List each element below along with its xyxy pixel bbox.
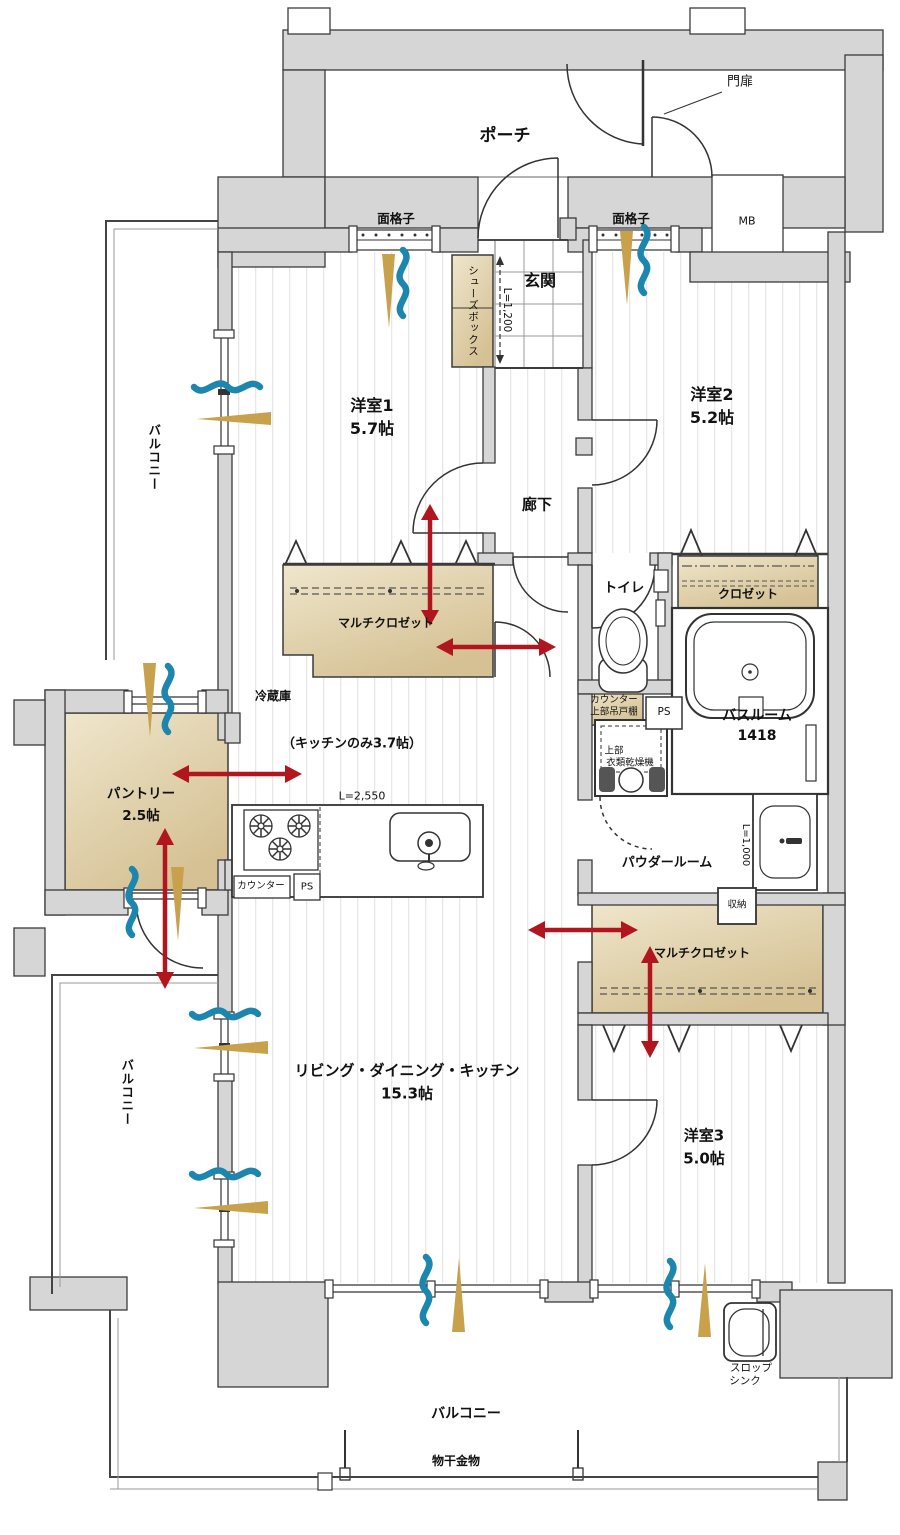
pantry-door bbox=[136, 911, 204, 969]
laundry-posts bbox=[339, 1430, 584, 1481]
hanger-icon bbox=[284, 527, 818, 1054]
label-kitchen-counter-length: L=2,550 bbox=[338, 789, 386, 803]
toilet-fixture bbox=[598, 569, 669, 693]
label-ldk-name: リビング・ダイニング・キッチン bbox=[294, 1061, 520, 1080]
doors bbox=[136, 60, 757, 1166]
label-counter: カウンター bbox=[237, 880, 285, 892]
label-shoe-box: シューズボックス bbox=[467, 265, 480, 357]
label-room2-area: 5.2帖 bbox=[689, 407, 735, 427]
label-room3-area: 5.0帖 bbox=[683, 1149, 725, 1168]
label-ps-1: PS bbox=[657, 705, 671, 718]
room3-bottom-window bbox=[589, 1279, 761, 1299]
corridor-floor bbox=[495, 368, 578, 565]
label-multi-closet-1: マルチクロゼット bbox=[337, 616, 435, 631]
pantry bbox=[64, 712, 229, 891]
label-slop-sink-2: シンク bbox=[729, 1374, 761, 1387]
closet bbox=[677, 555, 819, 609]
vanity bbox=[752, 793, 818, 891]
genkan-floor bbox=[494, 239, 584, 369]
label-corridor: 廊下 bbox=[521, 495, 553, 514]
label-pantry-area: 2.5帖 bbox=[122, 808, 160, 825]
label-balcony-left-lower: バルコニー bbox=[119, 1058, 135, 1126]
dimension-lines bbox=[496, 256, 504, 364]
porch-floor bbox=[324, 69, 846, 178]
shoe-box bbox=[451, 254, 494, 368]
label-storage: 収納 bbox=[727, 899, 747, 911]
kitchen-counter bbox=[231, 804, 484, 901]
bathtub bbox=[670, 606, 830, 796]
label-porch: ポーチ bbox=[479, 126, 531, 147]
label-refrigerator: 冷蔵庫 bbox=[254, 689, 292, 704]
label-room2-name: 洋室2 bbox=[690, 384, 734, 404]
slop-sink bbox=[723, 1302, 777, 1362]
counter-label-box bbox=[233, 875, 291, 899]
label-vanity-height: L=1,000 bbox=[739, 823, 751, 867]
label-room1-area: 5.7帖 bbox=[349, 418, 395, 438]
label-bathroom-name: バスルーム bbox=[722, 707, 792, 724]
label-ldk-area: 15.3帖 bbox=[380, 1084, 434, 1103]
label-toilet: トイレ bbox=[603, 580, 645, 597]
label-closet: クロゼット bbox=[717, 587, 779, 602]
label-meter-box: MB bbox=[738, 214, 756, 228]
label-kitchen-only: （キッチンのみ3.7帖） bbox=[281, 736, 423, 752]
room1-door bbox=[412, 462, 484, 534]
closet-details bbox=[284, 527, 818, 1054]
multi-closet-door bbox=[494, 621, 551, 678]
room1-floor bbox=[232, 252, 483, 563]
grille-window-left bbox=[348, 225, 441, 253]
meter-box bbox=[711, 174, 784, 264]
room2-floor bbox=[590, 252, 828, 553]
label-grille-left: 面格子 bbox=[377, 210, 415, 226]
ps2-box bbox=[293, 873, 321, 901]
label-room3-name: 洋室3 bbox=[683, 1126, 725, 1145]
washer bbox=[594, 719, 668, 797]
room3-door bbox=[591, 1099, 658, 1166]
stove-burners bbox=[249, 814, 311, 861]
label-multi-closet-2: マルチクロゼット bbox=[653, 946, 751, 961]
label-entrance: 玄関 bbox=[523, 270, 557, 290]
label-gate: 門扉 bbox=[726, 74, 754, 90]
side-window bbox=[213, 329, 235, 455]
label-bathroom-size: 1418 bbox=[737, 727, 777, 744]
label-slop-sink-1: スロップ bbox=[730, 1361, 772, 1374]
kitchen-sink bbox=[389, 812, 471, 871]
washer-door-swing bbox=[599, 796, 653, 850]
mb-door bbox=[651, 116, 713, 178]
ps1-box bbox=[645, 696, 683, 730]
label-counter-cabinet-1: カウンター bbox=[590, 694, 638, 706]
label-ps-2: PS bbox=[300, 881, 314, 893]
label-dryer-2: 衣類乾燥機 bbox=[606, 757, 654, 769]
room2-door bbox=[591, 419, 658, 486]
label-room1-name: 洋室1 bbox=[350, 395, 394, 415]
label-powder-room: パウダールーム bbox=[621, 855, 713, 871]
gate-door-arc bbox=[566, 63, 644, 145]
circulation-arrows bbox=[156, 504, 659, 1058]
floors bbox=[232, 69, 846, 1283]
label-entrance-height: L=1,200 bbox=[501, 287, 514, 333]
fixtures bbox=[231, 569, 830, 1481]
label-pantry-name: パントリー bbox=[106, 786, 176, 803]
label-balcony-left-upper: バルコニー bbox=[146, 423, 162, 491]
ldk-floor bbox=[232, 563, 578, 1283]
label-grille-right: 面格子 bbox=[612, 210, 650, 226]
ldk-bottom-window bbox=[324, 1279, 549, 1299]
room3-floor bbox=[592, 1025, 828, 1283]
label-laundry-hardware: 物干金物 bbox=[431, 1454, 481, 1469]
gate-leader-line bbox=[663, 91, 723, 115]
label-counter-cabinet-2: 上部吊戸棚 bbox=[590, 706, 638, 718]
label-balcony-bottom: バルコニー bbox=[431, 1405, 501, 1422]
grille-window-right bbox=[588, 225, 680, 253]
entrance-door bbox=[477, 157, 559, 239]
label-dryer-1: 上部 bbox=[604, 745, 624, 757]
storage-box bbox=[717, 887, 757, 925]
hall-door bbox=[512, 556, 569, 613]
shower-panel bbox=[805, 724, 817, 782]
pantry-top-window bbox=[123, 690, 207, 714]
